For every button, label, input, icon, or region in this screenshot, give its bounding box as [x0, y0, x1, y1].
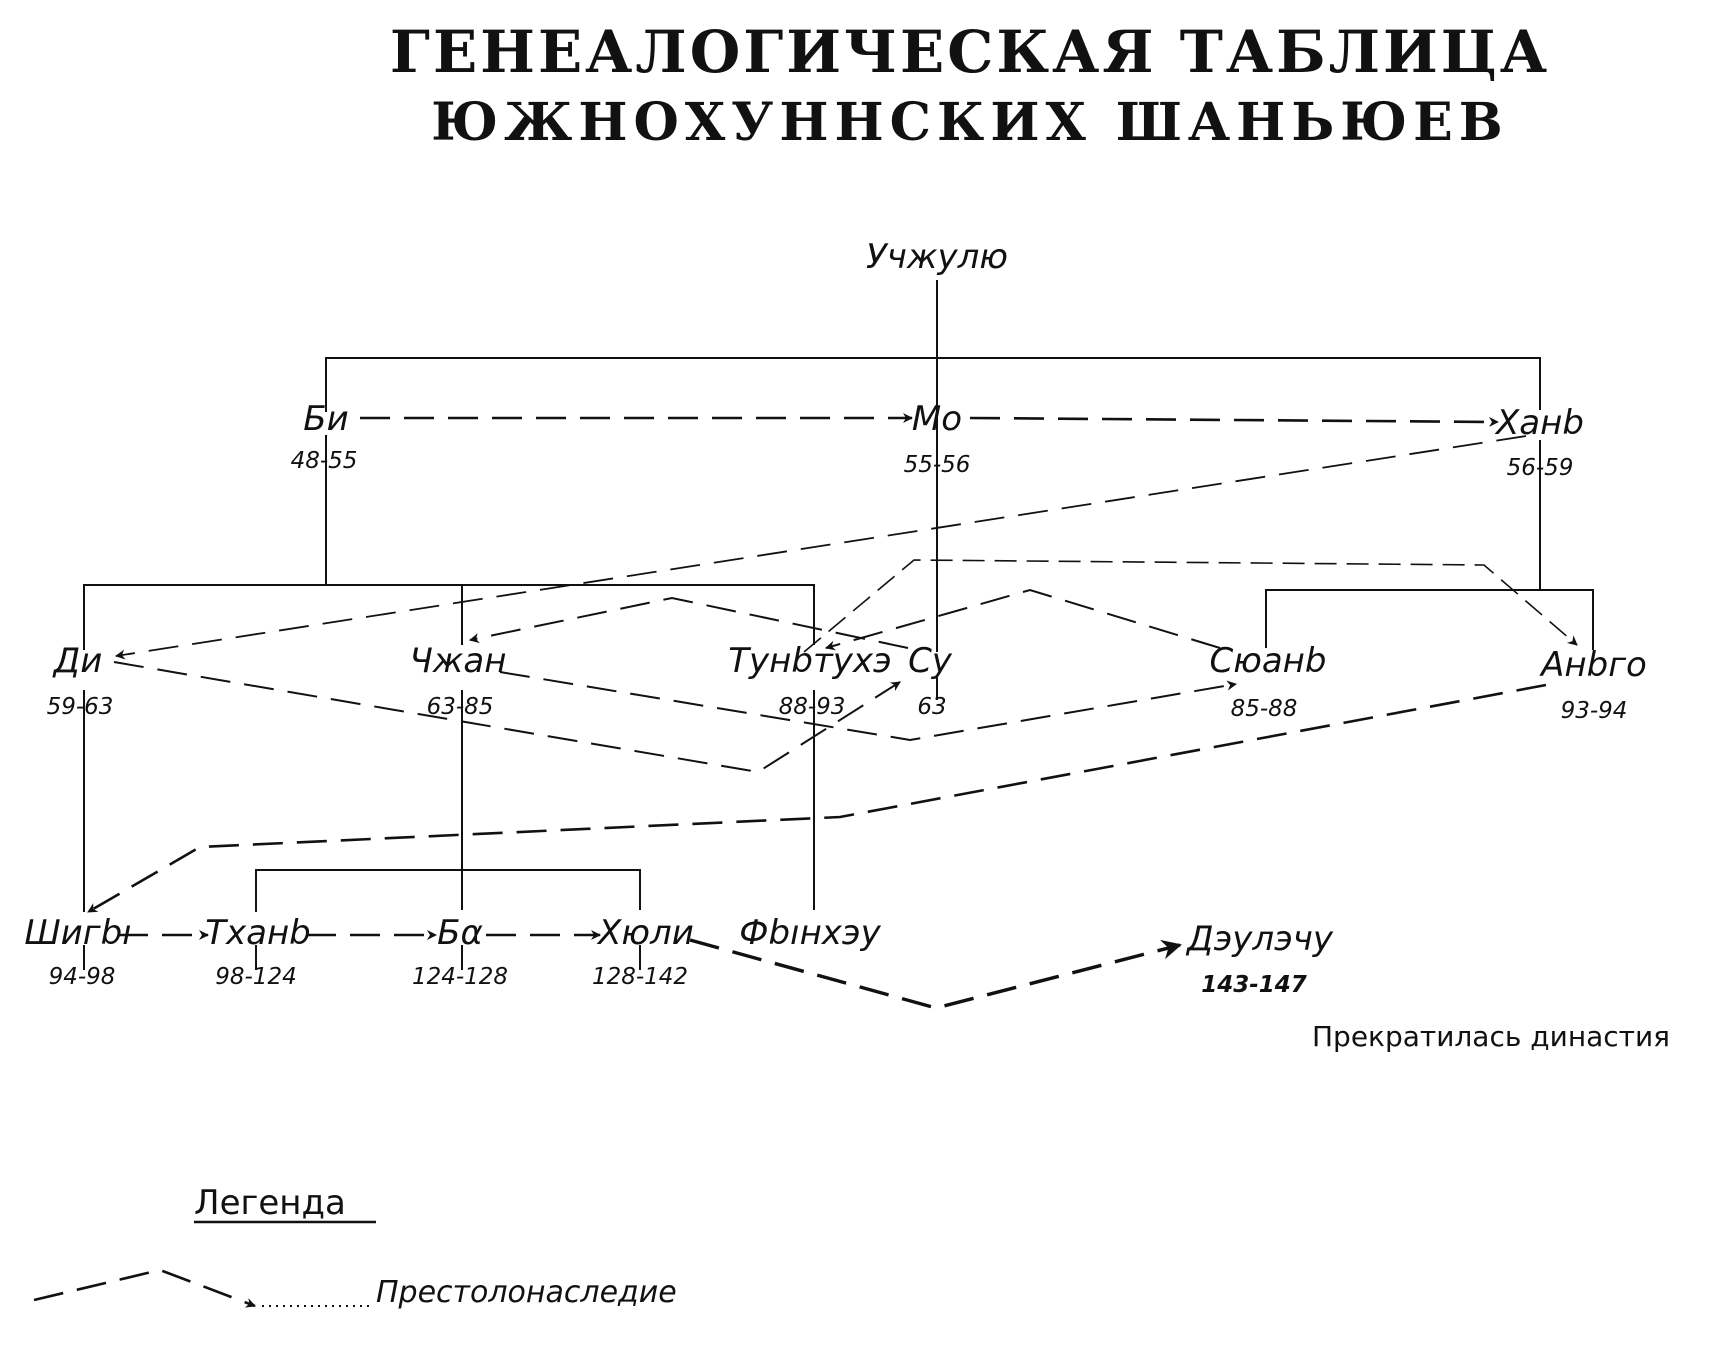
succession-han-to-di: [115, 435, 1527, 660]
person-uchzhulyu-name: Учжулю: [866, 237, 1008, 277]
person-bi-years: 48-55: [291, 448, 358, 474]
person-deulechu-years: 143-147: [1201, 972, 1307, 998]
person-su-name: Су: [908, 641, 953, 681]
person-syuan-years: 85-88: [1231, 696, 1298, 722]
lineage-sons-of-ba-bracket: [255, 869, 641, 912]
person-bi-name: Би: [303, 399, 348, 439]
legend: Легенда Престолонаследие: [33, 1183, 677, 1310]
person-fynheu-name: Фbıнхэу: [739, 913, 881, 953]
person-ba-name: Бα: [437, 913, 483, 953]
lineage-sons-of-han-bracket: [1265, 589, 1594, 650]
person-han-name: Ханb: [1494, 403, 1584, 443]
legend-succession-sample: [33, 1268, 256, 1308]
succession-hyuli-to-deulechu: [689, 938, 1182, 1010]
person-tuntuhe-name: Тунbтухэ: [728, 641, 891, 681]
dynasty-ended-note: Прекратилась династия: [1312, 1020, 1670, 1053]
lineage-sons-of-bi-bracket: [83, 584, 815, 650]
succession-su-to-chzhan: [469, 596, 909, 649]
person-di-years: 59-63: [47, 694, 114, 720]
person-chzhan-years: 63-85: [427, 694, 494, 720]
person-angu-name: Анbго: [1539, 645, 1647, 685]
persons: Учжулю Би 48-55 Мо 55-56 Ханb 56-59 Ди 5…: [24, 237, 1647, 998]
succession-tuntuhe-to-angu: [803, 559, 1578, 653]
legend-title: Легенда: [194, 1183, 346, 1223]
person-shigy-name: Шигbı: [24, 913, 131, 953]
lineage-lines: [83, 280, 1594, 970]
person-tuntuhe-years: 88-93: [779, 694, 846, 720]
person-hyuli-years: 128-142: [592, 964, 688, 990]
succession-angu-to-shigy: [87, 683, 1547, 914]
diagram-title-line2: ЮЖНОХУННСКИХ ШАНЬЮЕВ: [431, 92, 1509, 153]
person-hyuli-name: Хюли: [596, 913, 694, 953]
person-deulechu-name: Дэулэчу: [1185, 919, 1334, 959]
succession-di-to-su: [113, 661, 901, 774]
legend-succession-label: Престолонаследие: [376, 1275, 677, 1310]
person-angu-years: 93-94: [1561, 698, 1628, 724]
person-than-name: Тханb: [205, 913, 311, 953]
person-han-years: 56-59: [1507, 455, 1574, 481]
succession-syuan-to-tuntuhe: [825, 588, 1221, 651]
person-ba-years: 124-128: [412, 964, 508, 990]
succession-chzhan-to-syuan: [499, 671, 1237, 742]
person-su-years: 63: [917, 694, 946, 720]
person-chzhan-name: Чжан: [409, 641, 506, 681]
person-than-years: 98-124: [215, 964, 296, 990]
person-syuan-name: Сюанb: [1209, 641, 1326, 681]
person-mo-name: Мо: [912, 399, 962, 439]
succession-mo-to-han: [969, 416, 1499, 427]
person-di-name: Ди: [52, 641, 103, 681]
diagram-title-line1: ГЕНЕАЛОГИЧЕСКАЯ ТАБЛИЦА: [389, 18, 1551, 86]
succession-lines: [87, 413, 1578, 1010]
lineage-sons-of-uchzhulyu-bracket: [325, 357, 1541, 412]
person-mo-years: 55-56: [904, 452, 971, 478]
person-shigy-years: 94-98: [49, 964, 116, 990]
